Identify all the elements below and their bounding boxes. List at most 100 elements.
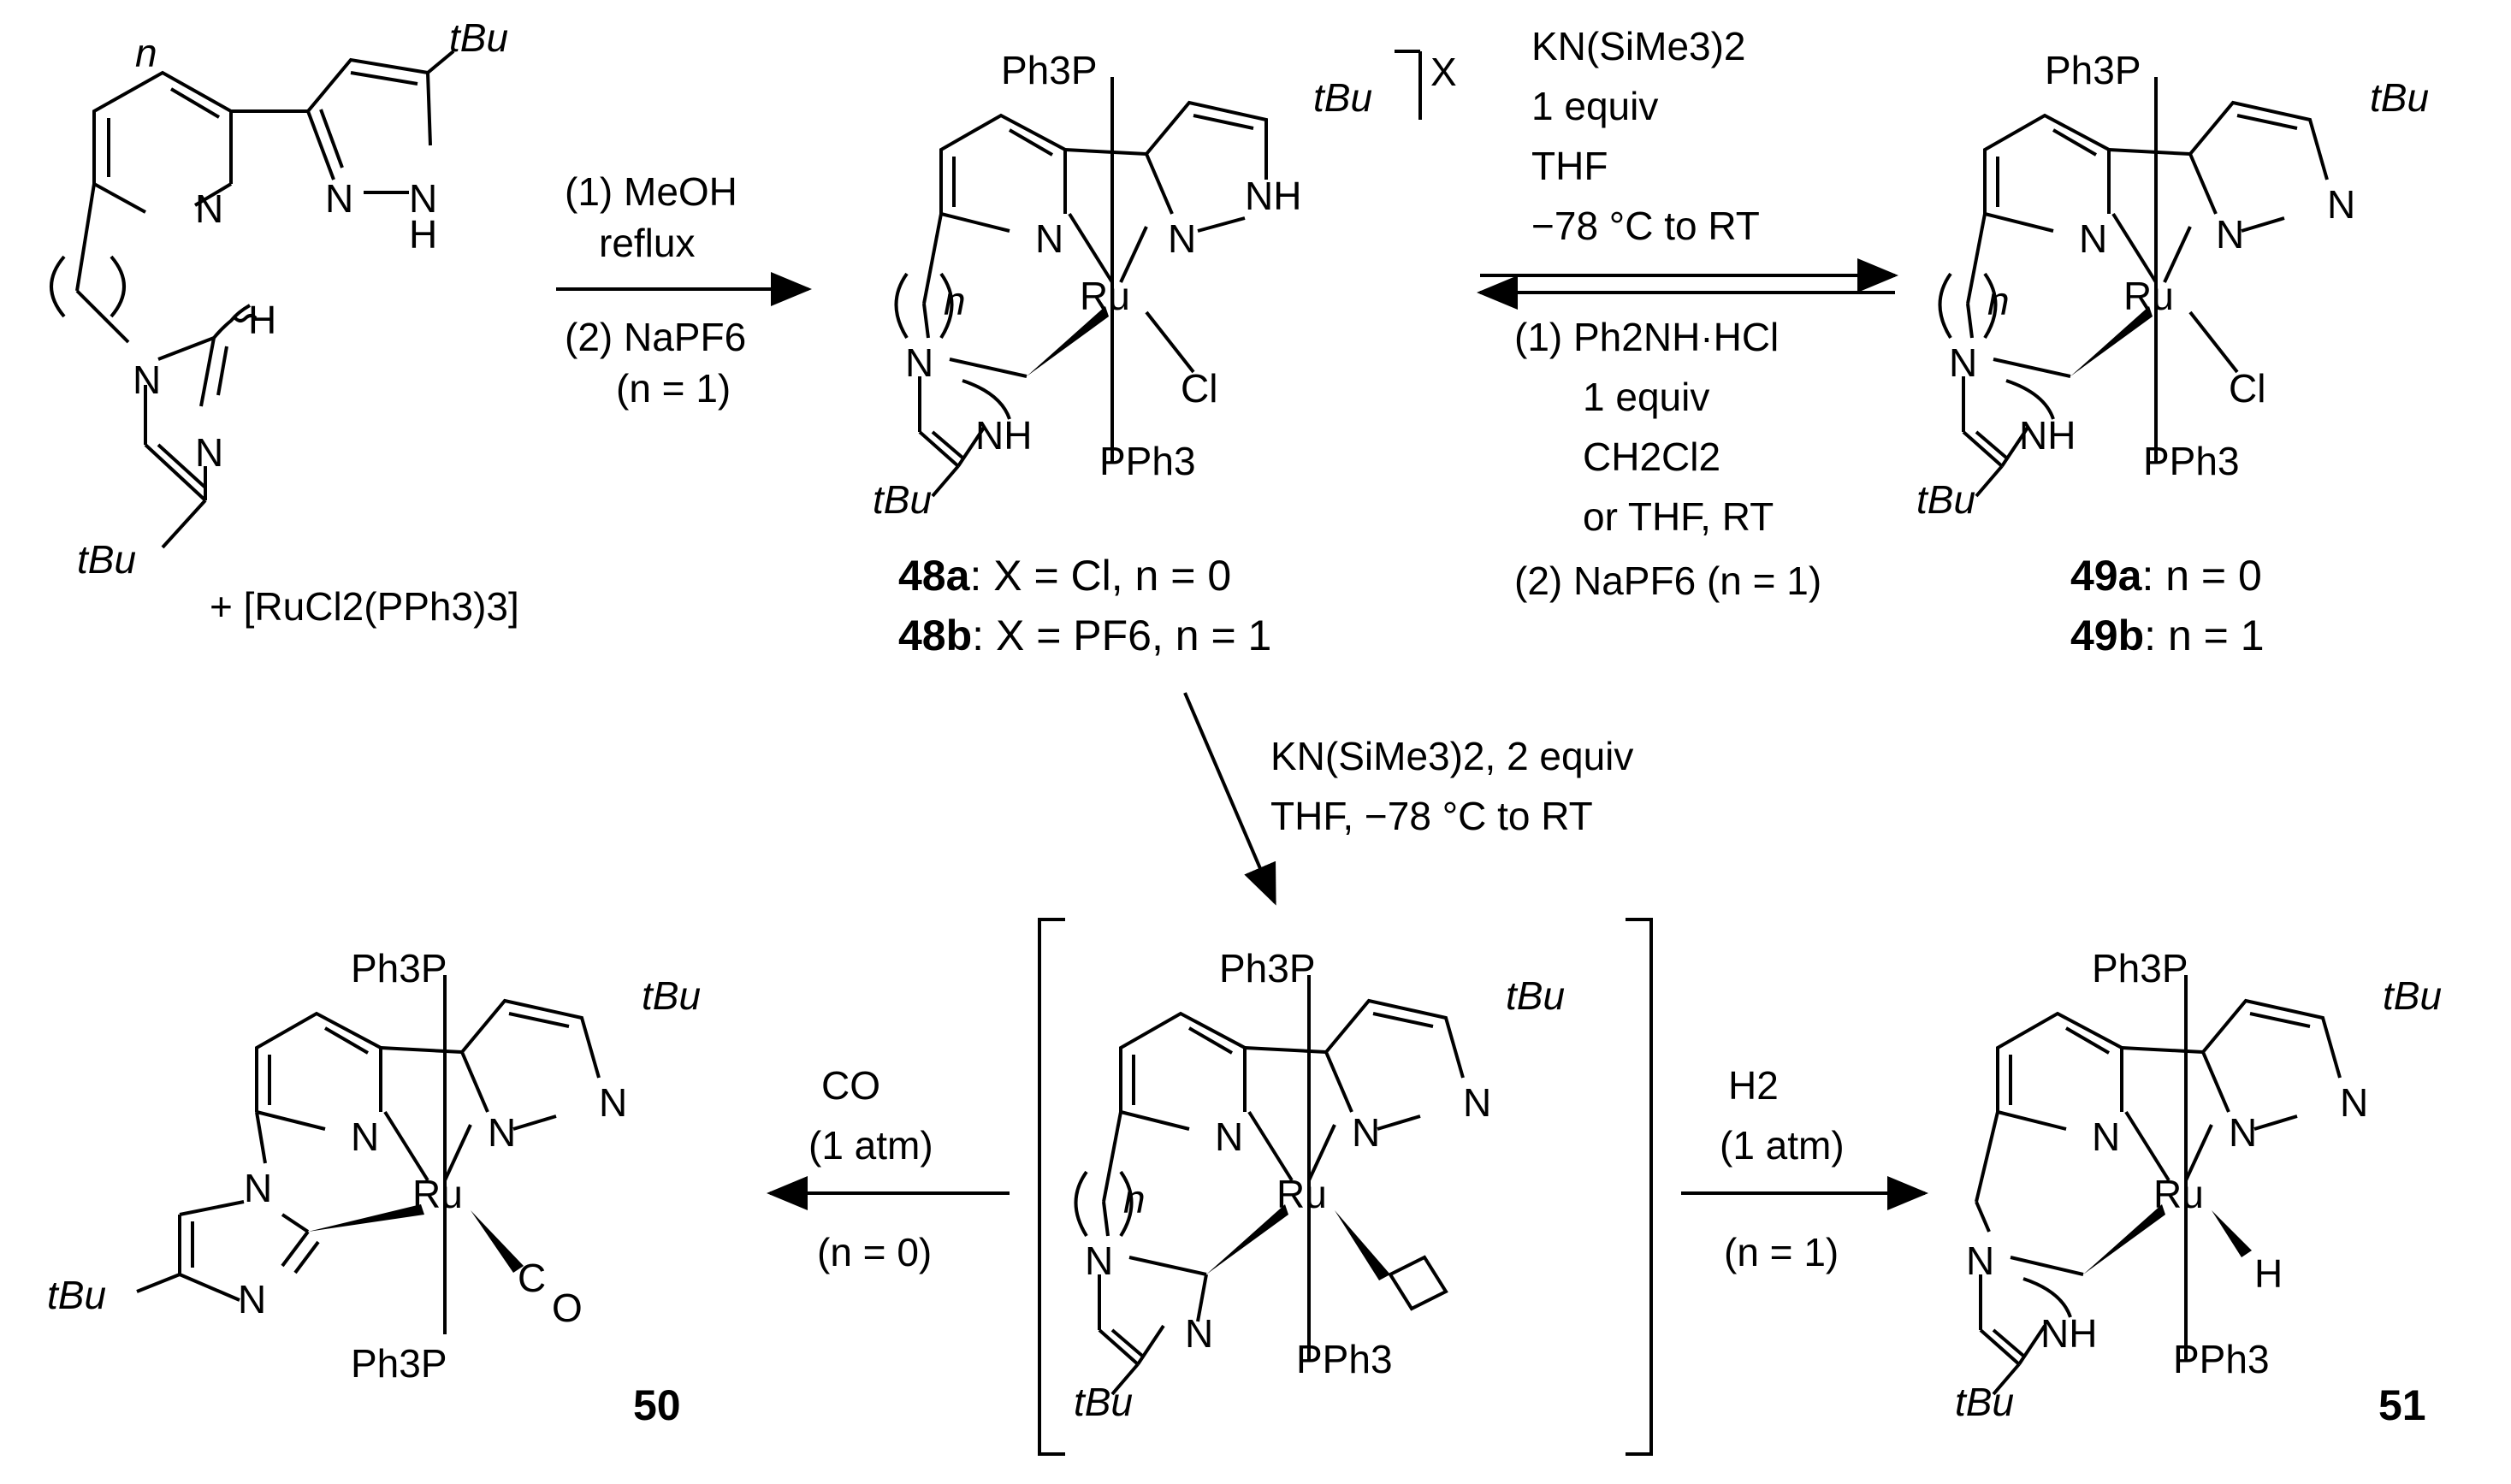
compound-label: 50 bbox=[633, 1381, 681, 1429]
atom-label: n bbox=[944, 279, 966, 323]
condition-text: (2) NaPF6 bbox=[565, 315, 746, 359]
condition-text: (1 atm) bbox=[808, 1123, 933, 1168]
atom-label: Ph3P bbox=[351, 946, 447, 990]
condition-text: reflux bbox=[599, 221, 695, 265]
atom-label: N bbox=[1352, 1110, 1380, 1155]
atom-label: N bbox=[1966, 1239, 1994, 1283]
atom-label: N bbox=[599, 1080, 627, 1125]
condition-text: 1 equiv bbox=[1531, 84, 1658, 128]
reactant-ligand bbox=[50, 50, 455, 549]
atom-label: Ru bbox=[1080, 274, 1130, 318]
atom-label: tBu bbox=[77, 537, 136, 582]
condition-text: −78 °C to RT bbox=[1531, 204, 1760, 248]
atom-label: Cl bbox=[1181, 366, 1217, 411]
atom-label: H bbox=[248, 298, 276, 342]
atom-label: PPh3 bbox=[1099, 439, 1196, 483]
atom-label: N bbox=[351, 1114, 379, 1159]
atom-label: N bbox=[1185, 1311, 1213, 1356]
atom-label: H bbox=[2254, 1251, 2283, 1296]
atom-label: H bbox=[409, 212, 437, 257]
atom-label: tBu bbox=[1074, 1380, 1133, 1424]
atom-label: NH bbox=[2019, 413, 2076, 458]
atom-label: N bbox=[195, 430, 223, 475]
atom-label: tBu bbox=[1916, 477, 1975, 522]
atom-label: Ph3P bbox=[351, 1341, 447, 1386]
atom-label: n bbox=[1123, 1177, 1146, 1221]
atom-label: tBu bbox=[642, 973, 701, 1018]
complex-51-structure bbox=[1975, 975, 2342, 1396]
atom-label: Ph3P bbox=[2092, 946, 2188, 990]
atom-label: Ph3P bbox=[1001, 48, 1098, 92]
atom-label: NH bbox=[2040, 1311, 2097, 1356]
atom-label: Ru bbox=[2153, 1172, 2204, 1216]
atom-label: N bbox=[409, 176, 437, 221]
atom-label: N bbox=[1085, 1239, 1113, 1283]
atom-label: tBu bbox=[2370, 75, 2429, 120]
intermediate-structure bbox=[1038, 918, 1653, 1456]
condition-text: THF bbox=[1531, 144, 1608, 188]
condition-text: (n = 0) bbox=[817, 1230, 932, 1274]
atom-label: Ru bbox=[412, 1172, 463, 1216]
atom-label: tBu bbox=[1506, 973, 1565, 1018]
condition-text: H2 bbox=[1728, 1063, 1779, 1108]
condition-text: or THF, RT bbox=[1583, 494, 1774, 539]
atom-label: tBu bbox=[47, 1273, 106, 1317]
atom-label: NH bbox=[975, 413, 1032, 458]
atom-label: Ru bbox=[2123, 274, 2174, 318]
compound-label: 48b: X = PF6, n = 1 bbox=[898, 612, 1271, 659]
reaction-arrow bbox=[1183, 692, 1276, 906]
reagent-label: + [RuCl2(PPh3)3] bbox=[210, 584, 519, 629]
condition-text: KN(SiMe3)2 bbox=[1531, 24, 1746, 68]
atom-label: tBu bbox=[873, 477, 932, 522]
atom-label: N bbox=[325, 176, 353, 221]
atom-label: PPh3 bbox=[2173, 1337, 2270, 1381]
atom-label: N bbox=[905, 340, 933, 385]
atom-label: tBu bbox=[1955, 1380, 2014, 1424]
condition-text: THF, −78 °C to RT bbox=[1270, 794, 1593, 838]
condition-text: (1) Ph2NH·HCl bbox=[1514, 315, 1779, 359]
complex-50-structure bbox=[136, 975, 601, 1334]
atom-label: N bbox=[195, 186, 223, 231]
atom-label: Ph3P bbox=[2045, 48, 2141, 92]
atom-label: N bbox=[1215, 1114, 1243, 1159]
condition-text: KN(SiMe3)2, 2 equiv bbox=[1270, 734, 1633, 778]
atom-label: O bbox=[552, 1286, 583, 1330]
atom-label: Ru bbox=[1276, 1172, 1327, 1216]
condition-text: (n = 1) bbox=[1724, 1230, 1839, 1274]
atom-label: Cl bbox=[2229, 366, 2265, 411]
atom-label: tBu bbox=[1313, 75, 1372, 120]
atom-label: NH bbox=[1245, 174, 1301, 218]
atom-label: N bbox=[2216, 212, 2244, 257]
compound-label: 49a: n = 0 bbox=[2070, 552, 2262, 600]
atom-label: C bbox=[518, 1256, 546, 1300]
condition-text: (n = 1) bbox=[616, 366, 731, 411]
condition-text: 1 equiv bbox=[1583, 375, 1709, 419]
condition-text: (1) MeOH bbox=[565, 169, 737, 214]
atom-label: N bbox=[244, 1166, 272, 1210]
atom-label: X bbox=[1430, 50, 1457, 94]
compound-label: 51 bbox=[2378, 1381, 2426, 1429]
atom-label: tBu bbox=[449, 15, 508, 60]
atom-label: N bbox=[2327, 182, 2355, 227]
atom-label: N bbox=[133, 358, 161, 402]
atom-label: N bbox=[1463, 1080, 1491, 1125]
condition-text: (2) NaPF6 (n = 1) bbox=[1514, 559, 1821, 603]
atom-label: N bbox=[2092, 1114, 2120, 1159]
atom-label: PPh3 bbox=[2143, 439, 2240, 483]
condition-text: CH2Cl2 bbox=[1583, 435, 1720, 479]
atom-label: n bbox=[1987, 279, 2010, 323]
atom-label: N bbox=[2229, 1110, 2257, 1155]
atom-label: tBu bbox=[2383, 973, 2442, 1018]
atom-label: N bbox=[1949, 340, 1977, 385]
condition-text: CO bbox=[821, 1063, 880, 1108]
atom-label: N bbox=[1035, 216, 1063, 261]
atom-label: Ph3P bbox=[1219, 946, 1316, 990]
compound-label: 48a: X = Cl, n = 0 bbox=[898, 552, 1231, 600]
condition-text: (1 atm) bbox=[1720, 1123, 1845, 1168]
atom-label: N bbox=[488, 1110, 516, 1155]
complex-48-structure bbox=[894, 50, 1422, 498]
atom-label: N bbox=[2079, 216, 2107, 261]
atom-label: N bbox=[238, 1277, 266, 1321]
atom-label: N bbox=[2340, 1080, 2368, 1125]
